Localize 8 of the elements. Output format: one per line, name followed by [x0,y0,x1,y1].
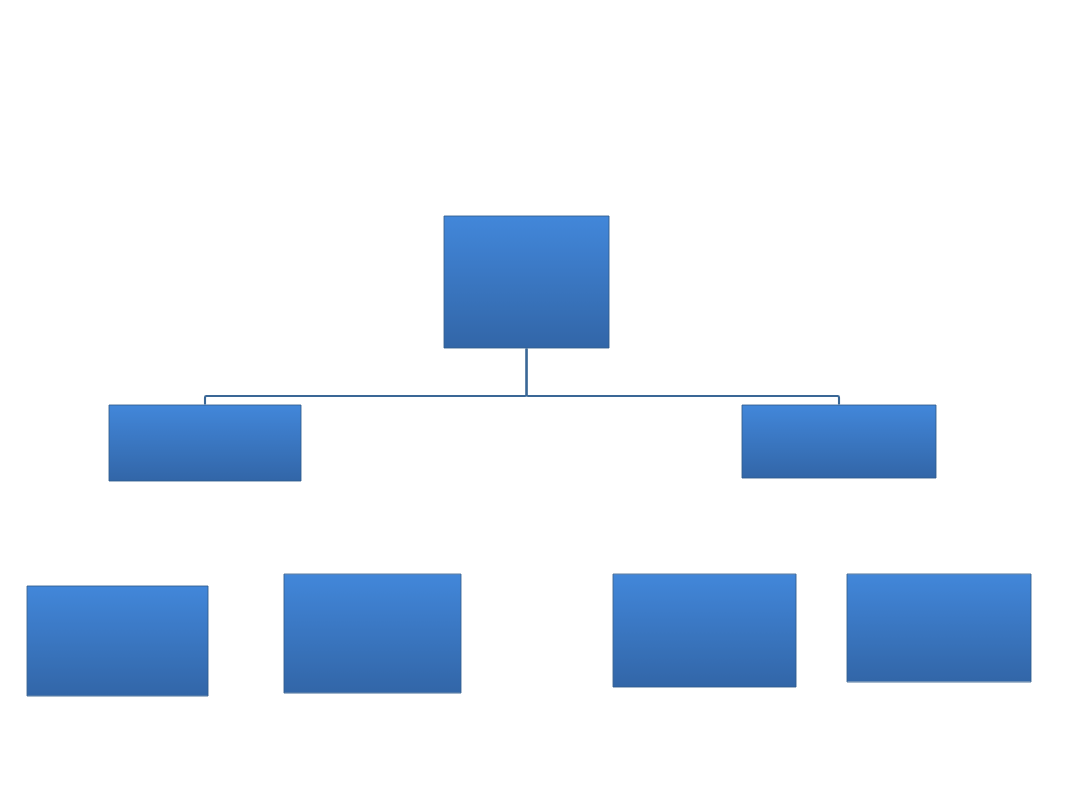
org-chart-box [283,573,462,694]
connector-line [525,348,841,405]
org-chart-box [741,404,937,479]
org-chart-box [108,404,302,482]
org-chart-box [612,573,797,688]
org-chart-box [846,573,1032,683]
org-chart-box [26,585,209,697]
org-chart-box [443,215,610,349]
